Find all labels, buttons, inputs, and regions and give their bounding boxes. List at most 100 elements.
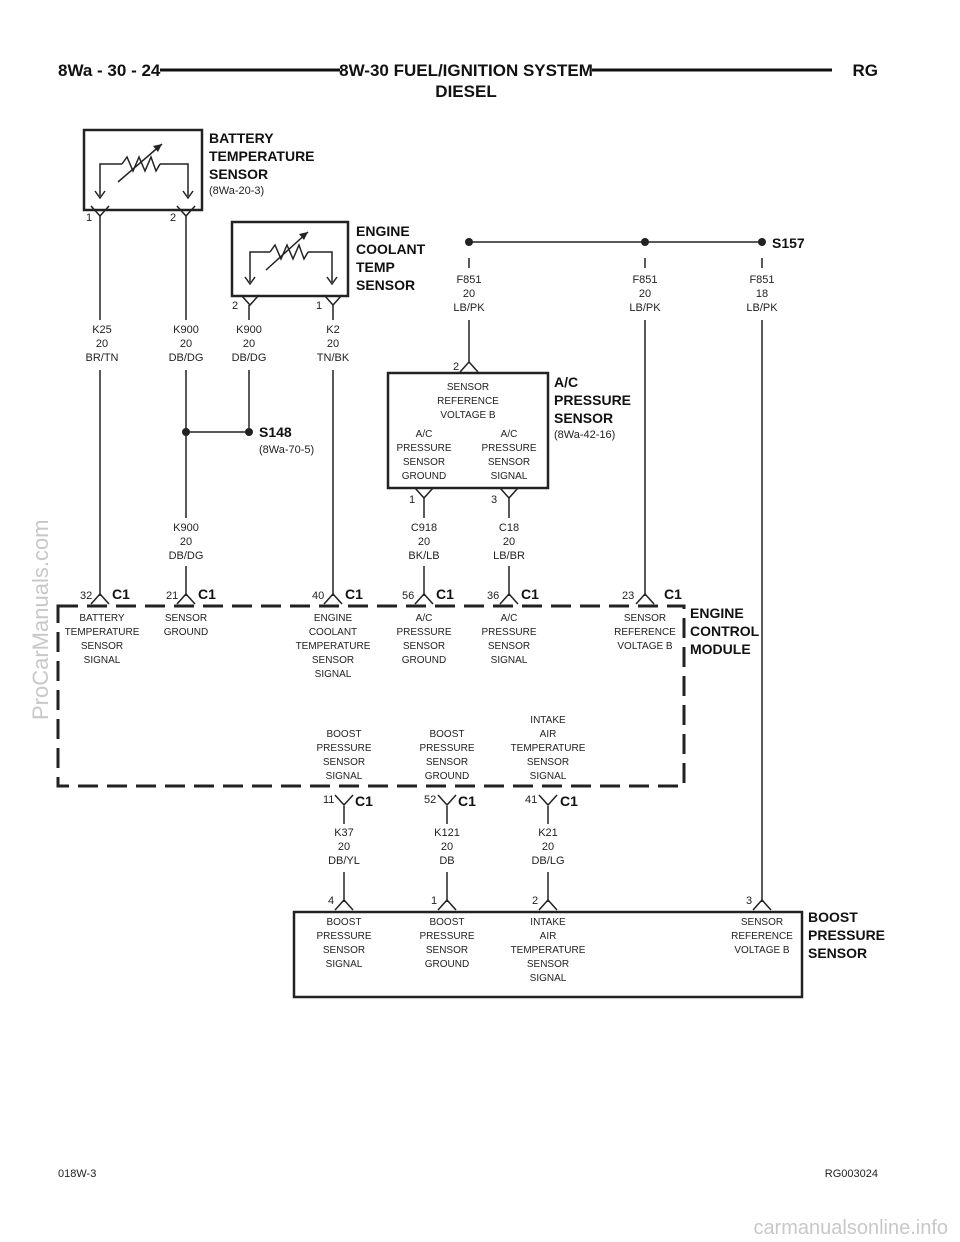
svg-text:TEMPERATURE: TEMPERATURE <box>296 641 371 652</box>
connector-id: C1 <box>521 586 539 602</box>
svg-text:PRESSURE: PRESSURE <box>396 627 451 638</box>
component-name: SENSOR <box>554 410 613 426</box>
svg-text:20: 20 <box>503 536 515 548</box>
svg-text:ENGINE: ENGINE <box>314 613 353 624</box>
page-title: 8W-30 FUEL/IGNITION SYSTEM <box>339 61 593 80</box>
wire-f851: F851 20 LB/PK <box>453 274 485 314</box>
svg-text:A/C: A/C <box>416 429 433 440</box>
svg-text:SENSOR: SENSOR <box>323 757 365 768</box>
svg-text:REFERENCE: REFERENCE <box>614 627 676 638</box>
ecm-pin-11-label: BOOST PRESSURE SENSOR SIGNAL <box>316 729 371 782</box>
svg-text:SENSOR: SENSOR <box>323 945 365 956</box>
svg-text:F851: F851 <box>632 274 657 286</box>
thermistor-symbol <box>269 242 309 261</box>
svg-text:PRESSURE: PRESSURE <box>316 743 371 754</box>
svg-text:20: 20 <box>243 338 255 350</box>
page-reference: (8Wa-70-5) <box>259 444 314 456</box>
svg-text:LB/BR: LB/BR <box>493 550 525 562</box>
svg-text:BOOST: BOOST <box>326 917 361 928</box>
connector-id: C1 <box>355 793 373 809</box>
svg-text:SENSOR: SENSOR <box>488 457 530 468</box>
wire-c918: C918 20 BK/LB <box>408 522 439 562</box>
bottom-watermark: carmanualsonline.info <box>753 1217 948 1239</box>
svg-text:PRESSURE: PRESSURE <box>481 443 536 454</box>
connector-id: C1 <box>112 586 130 602</box>
pin-number: 2 <box>532 895 538 907</box>
connector-id: C1 <box>560 793 578 809</box>
ac-pressure-sensor: SENSOR REFERENCE VOLTAGE B A/C PRESSURE … <box>386 361 631 506</box>
pin-number: 40 <box>312 590 324 602</box>
svg-text:AIR: AIR <box>540 729 557 740</box>
pin-number: 11 <box>323 794 334 806</box>
component-box <box>230 220 350 298</box>
svg-text:REFERENCE: REFERENCE <box>437 396 499 407</box>
svg-text:SENSOR: SENSOR <box>165 613 207 624</box>
splice-dot <box>758 238 766 246</box>
svg-text:PRESSURE: PRESSURE <box>481 627 536 638</box>
ecm-top-cavities <box>90 592 655 605</box>
svg-text:SIGNAL: SIGNAL <box>326 771 363 782</box>
wire-k900: K900 20 DB/DG <box>232 324 267 364</box>
wire-c18: C18 20 LB/BR <box>493 522 525 562</box>
svg-text:20: 20 <box>418 536 430 548</box>
svg-text:PRESSURE: PRESSURE <box>419 743 474 754</box>
pin-number: 32 <box>80 590 92 602</box>
pin-number: 23 <box>622 590 634 602</box>
svg-text:F851: F851 <box>456 274 481 286</box>
component-name: BOOST <box>808 909 858 925</box>
connector-terminal <box>459 360 479 373</box>
svg-text:SIGNAL: SIGNAL <box>530 973 567 984</box>
connector-id: C1 <box>198 586 216 602</box>
svg-text:K25: K25 <box>92 324 112 336</box>
svg-text:GROUND: GROUND <box>402 471 446 482</box>
component-name: SENSOR <box>808 945 867 961</box>
svg-text:SIGNAL: SIGNAL <box>315 669 352 680</box>
wire-k25: K25 20 BR/TN <box>86 324 119 364</box>
component-name: PRESSURE <box>554 392 631 408</box>
svg-text:C18: C18 <box>499 522 519 534</box>
svg-text:VOLTAGE B: VOLTAGE B <box>440 410 496 421</box>
ecm-pin-56-label: A/C PRESSURE SENSOR GROUND <box>396 613 451 666</box>
pin-number: 52 <box>424 794 436 806</box>
svg-text:VOLTAGE B: VOLTAGE B <box>617 641 673 652</box>
svg-text:GROUND: GROUND <box>164 627 208 638</box>
wire-f851: F851 18 LB/PK <box>746 274 778 314</box>
svg-text:GROUND: GROUND <box>425 959 469 970</box>
ecm-pin-21-label: SENSOR GROUND <box>164 613 208 638</box>
svg-text:20: 20 <box>338 841 350 853</box>
wire-segments <box>99 216 763 902</box>
svg-text:SENSOR: SENSOR <box>527 757 569 768</box>
ecm-pin-40-label: ENGINE COOLANT TEMPERATURE SENSOR SIGNAL <box>296 613 371 680</box>
svg-text:DB/DG: DB/DG <box>169 550 204 562</box>
ecm-pin-52-label: BOOST PRESSURE SENSOR GROUND <box>419 729 474 782</box>
svg-text:SIGNAL: SIGNAL <box>326 959 363 970</box>
connector-terminal <box>414 487 434 500</box>
pin-number: 3 <box>491 494 497 506</box>
component-name: TEMP <box>356 259 395 275</box>
svg-text:20: 20 <box>180 536 192 548</box>
svg-text:LB/PK: LB/PK <box>453 302 485 314</box>
s157-splice: S157 <box>465 235 805 268</box>
connector-id: C1 <box>664 586 682 602</box>
svg-text:BOOST: BOOST <box>326 729 361 740</box>
svg-text:BOOST: BOOST <box>429 729 464 740</box>
svg-text:SIGNAL: SIGNAL <box>530 771 567 782</box>
svg-text:A/C: A/C <box>501 613 518 624</box>
svg-text:20: 20 <box>180 338 192 350</box>
svg-text:K37: K37 <box>334 827 354 839</box>
pin-number: 2 <box>232 300 238 312</box>
svg-text:PRESSURE: PRESSURE <box>316 931 371 942</box>
boost-pressure-sensor: 4 1 2 3 BOOST PRESSURE SENSOR SIGNAL BOO… <box>292 895 885 999</box>
component-name: ENGINE <box>356 223 410 239</box>
svg-text:18: 18 <box>756 288 768 300</box>
boost-pin-3-label: SENSOR REFERENCE VOLTAGE B <box>731 917 793 956</box>
svg-text:20: 20 <box>96 338 108 350</box>
svg-text:SENSOR: SENSOR <box>403 457 445 468</box>
boost-pin-1-label: BOOST PRESSURE SENSOR GROUND <box>419 917 474 970</box>
svg-text:TEMPERATURE: TEMPERATURE <box>511 743 586 754</box>
pin-number: 36 <box>487 590 499 602</box>
component-name: PRESSURE <box>808 927 885 943</box>
svg-text:SENSOR: SENSOR <box>426 757 468 768</box>
svg-text:K900: K900 <box>236 324 262 336</box>
ecm-pin-41-label: INTAKE AIR TEMPERATURE SENSOR SIGNAL <box>511 715 586 782</box>
